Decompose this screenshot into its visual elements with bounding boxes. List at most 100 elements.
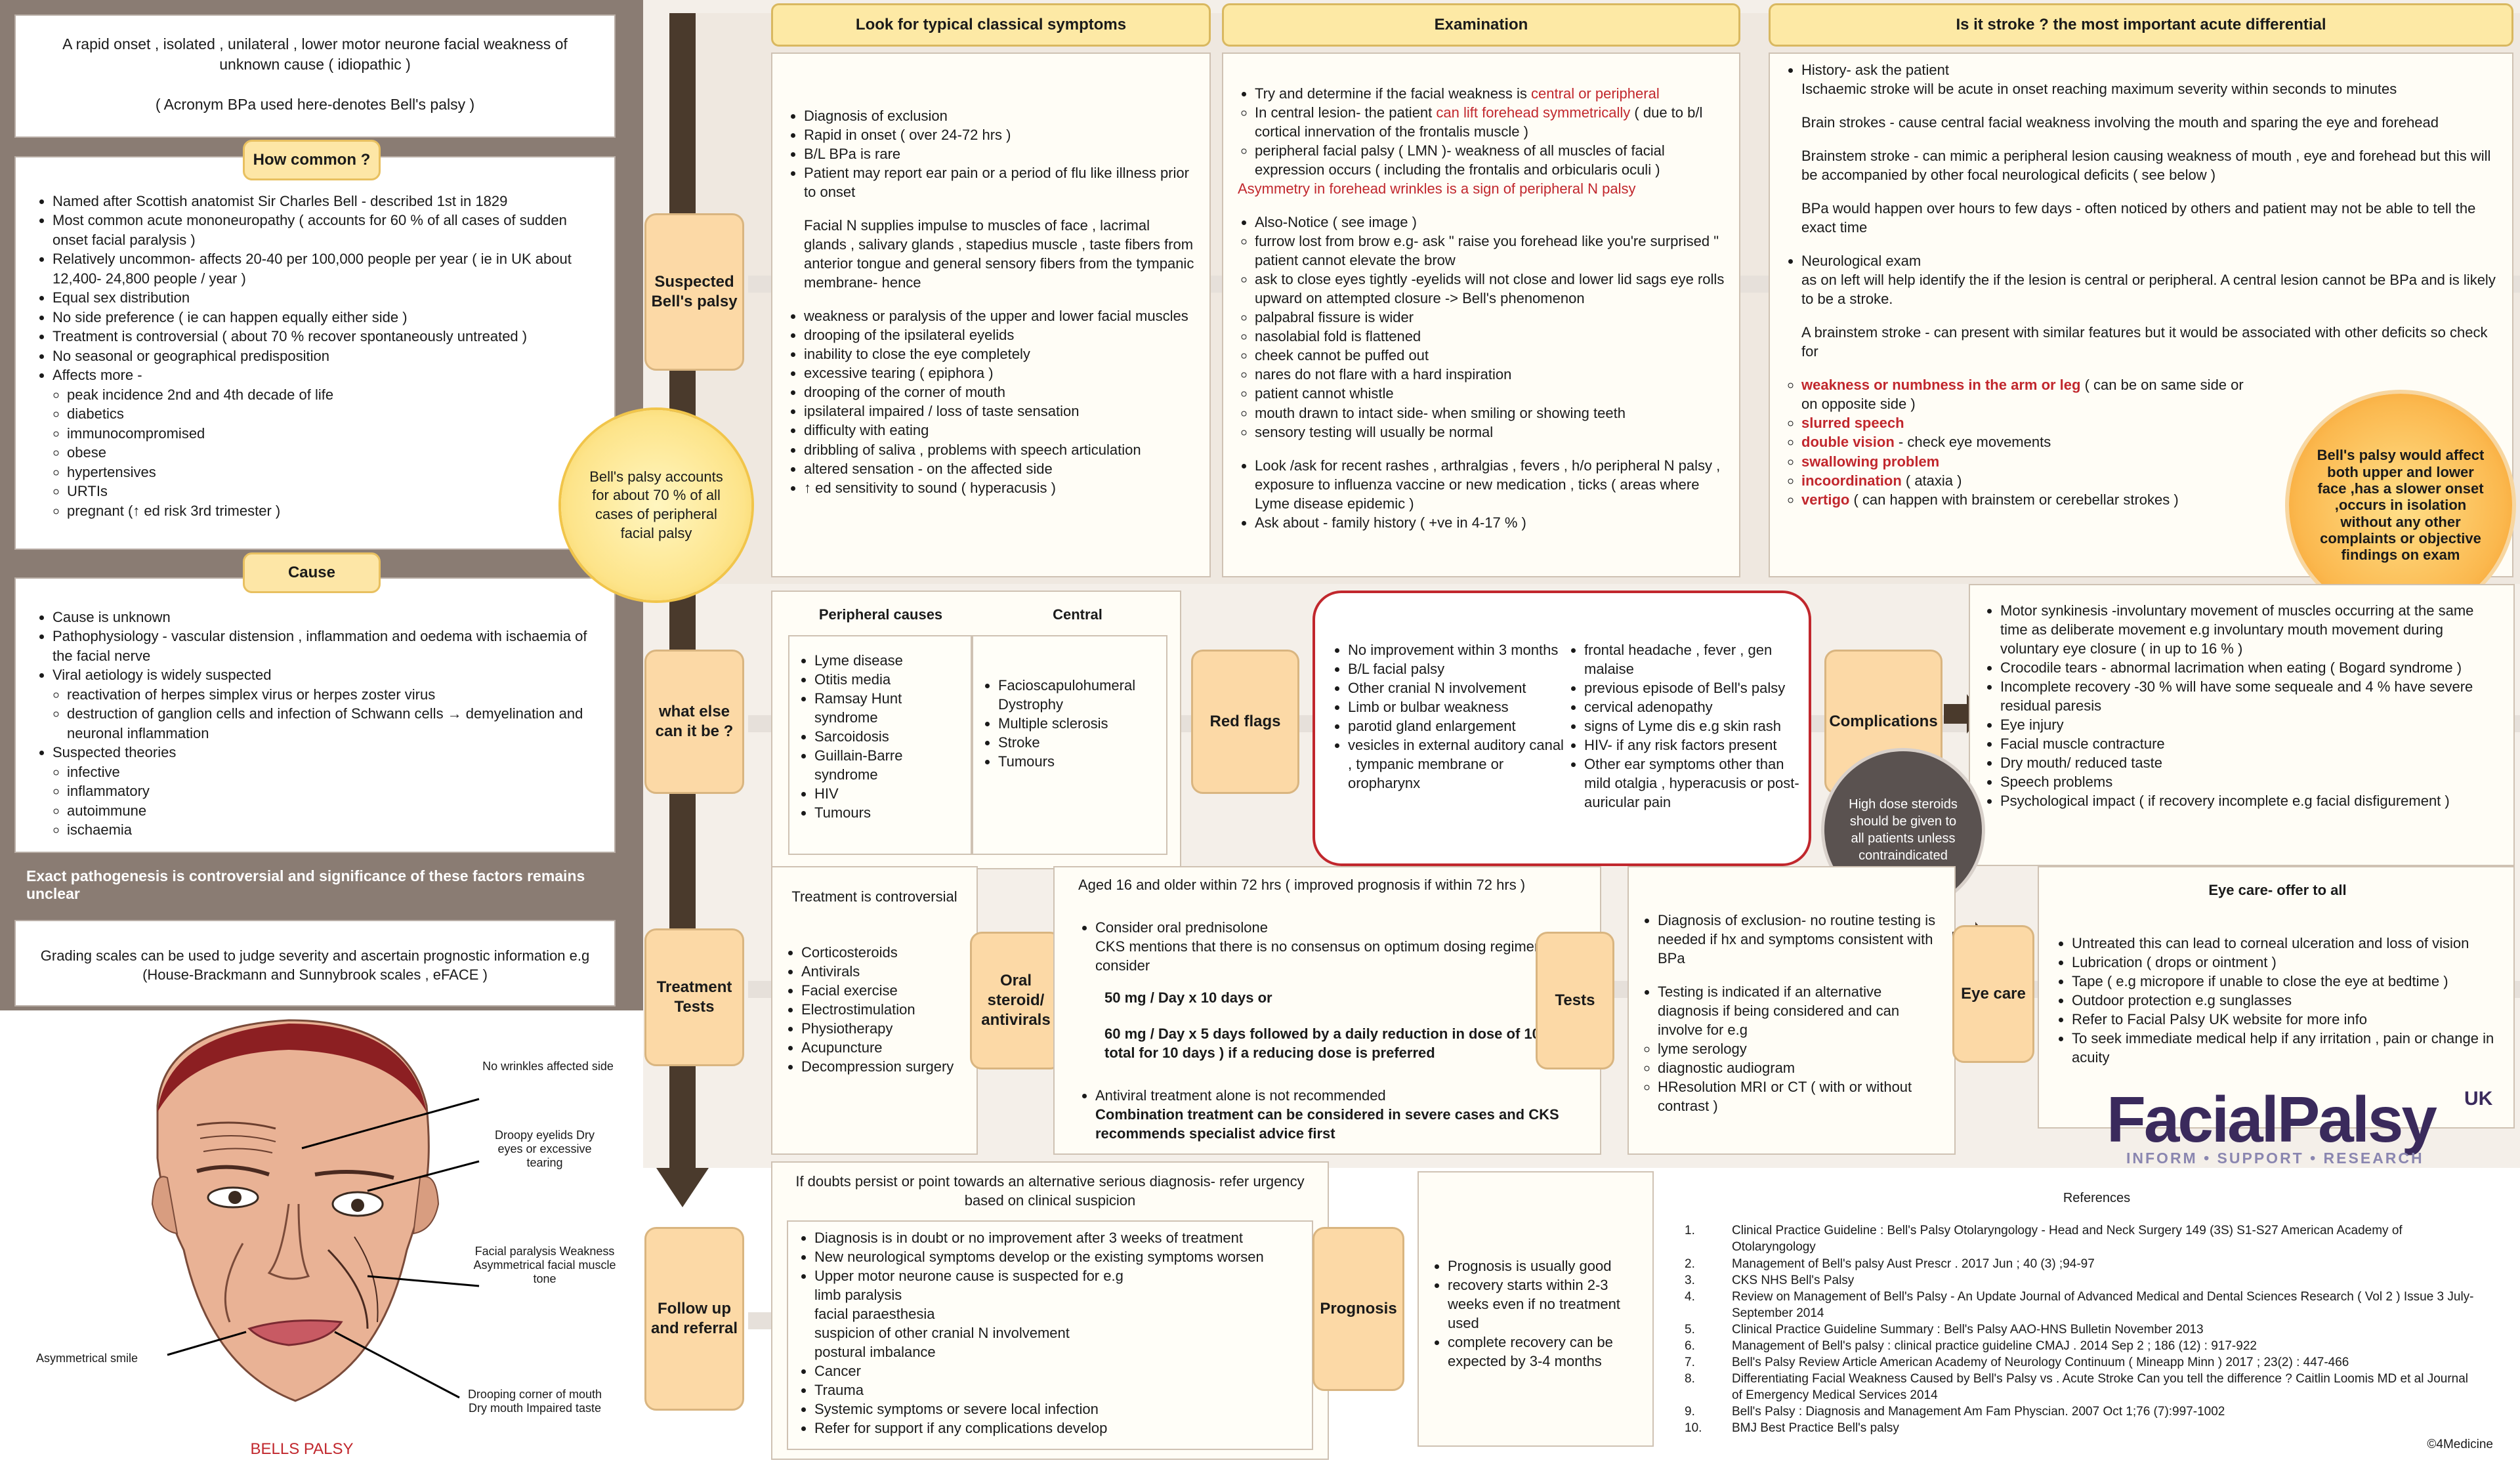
list-item: Guillain-Barre syndrome	[814, 746, 963, 784]
deficit-detail: ( can be on same side or on opposite sid…	[1801, 377, 2244, 413]
list-item: 3.CKS NHS Bell's Palsy	[1677, 1272, 2517, 1289]
list-item: Refer to Facial Palsy UK website for mor…	[2072, 1010, 2500, 1029]
list-item: weakness or numbness in the arm or leg (…	[1801, 375, 2261, 413]
list-item: URTIs	[67, 482, 595, 501]
list-item: altered sensation - on the affected side	[804, 459, 1195, 478]
label-no-wrinkles: No wrinkles affected side	[482, 1060, 614, 1073]
list-item: diagnostic audiogram	[1658, 1058, 1941, 1077]
central-highlight: can lift forehead symmetrically	[1436, 104, 1631, 121]
intro-acronym: ( Acronym BPa used here-denotes Bell's p…	[155, 95, 475, 113]
symptoms-list-1: Diagnosis of exclusion Rapid in onset ( …	[787, 106, 1195, 201]
referral-list-more: Cancer Trauma Systemic symptoms or sever…	[797, 1361, 1297, 1438]
list-item: immunocompromised	[67, 424, 595, 443]
exam-try-text: Try and determine if the facial weakness…	[1255, 85, 1532, 102]
row-label-treatment: Treatment Tests	[644, 928, 744, 1066]
list-item: peak incidence 2nd and 4th decade of lif…	[67, 385, 595, 404]
how-common-title: How common ?	[243, 140, 381, 180]
list-item: Cancer	[814, 1361, 1297, 1380]
list-item: No improvement within 3 months	[1348, 640, 1564, 659]
list-item: Physiotherapy	[801, 1019, 965, 1038]
list-item: Ask about - family history ( +ve in 4-17…	[1255, 513, 1725, 532]
list-item: Facial exercise	[801, 981, 965, 1000]
list-item: double vision - check eye movements	[1801, 432, 2261, 451]
list-item: Pathophysiology - vascular distension , …	[52, 627, 595, 665]
reference-text: Management of Bell's palsy Aust Prescr .…	[1732, 1256, 2095, 1271]
list-item: 8.Differentiating Facial Weakness Caused…	[1677, 1371, 2517, 1403]
referral-panel: If doubts persist or point towards an al…	[771, 1161, 1329, 1460]
list-item: Limb or bulbar weakness	[1348, 697, 1564, 716]
list-item: Stroke	[998, 733, 1158, 752]
tests-label: Tests	[1536, 932, 1614, 1069]
list-item: Tumours	[998, 752, 1158, 771]
list-item: No seasonal or geographical predispositi…	[52, 346, 595, 365]
list-item: Antiviral treatment alone is not recomme…	[1095, 1086, 1587, 1143]
how-common-list: Named after Scottish anatomist Sir Charl…	[35, 192, 595, 385]
list-item: Tape ( e.g micropore if unable to close …	[2072, 972, 2500, 991]
list-item: 4.Review on Management of Bell's Palsy -…	[1677, 1289, 2517, 1321]
list-item: reactivation of herpes simplex virus or …	[67, 685, 595, 704]
tests-sub-list: lyme serology diagnostic audiogram HReso…	[1641, 1039, 1941, 1115]
list-item: Sarcoidosis	[814, 727, 963, 746]
list-item: Outdoor protection e.g sunglasses	[2072, 991, 2500, 1010]
list-item: ↑ ed sensitivity to sound ( hyperacusis …	[804, 478, 1195, 497]
list-item: diabetics	[67, 404, 595, 423]
list-item: nares do not flare with a hard inspirati…	[1255, 365, 1725, 384]
list-item: 9.Bell's Palsy : Diagnosis and Managemen…	[1677, 1403, 2517, 1420]
accounts-circle: Bell's palsy accounts for about 70 % of …	[561, 410, 751, 600]
stroke-summary-circle: Bell's palsy would affect both upper and…	[2289, 394, 2512, 617]
list-item: ask to close eyes tightly -eyelids will …	[1255, 270, 1725, 308]
reference-text: Clinical Practice Guideline : Bell's Pal…	[1732, 1224, 2403, 1255]
prognosis-panel: Prognosis is usually good recovery start…	[1418, 1171, 1654, 1447]
list-item: infective	[67, 762, 595, 781]
copyright: ©4Medicine	[2427, 1438, 2493, 1451]
references-list: 1.Clinical Practice Guideline : Bell's P…	[1677, 1222, 2517, 1436]
row-label-suspected: Suspected Bell's palsy	[644, 213, 744, 371]
list-item: palpabral fissure is wider	[1255, 308, 1725, 327]
list-item: furrow lost from brow e.g- ask " raise y…	[1255, 232, 1725, 270]
list-item: 2.Management of Bell's palsy Aust Prescr…	[1677, 1256, 2517, 1272]
deficit-red: double vision	[1801, 434, 1895, 451]
face-illustration-area: No wrinkles affected side Droopy eyelids…	[0, 1014, 643, 1470]
prognosis-list: Prognosis is usually good recovery start…	[1431, 1256, 1641, 1371]
list-item: Electrostimulation	[801, 1000, 965, 1019]
list-item: Crocodile tears - abnormal lacrimation w…	[2000, 658, 2499, 677]
list-item: Facial muscle contracture	[2000, 734, 2499, 753]
umn-sub-item: facial paraesthesia	[814, 1306, 935, 1323]
list-item: Diagnosis of exclusion- no routine testi…	[1658, 911, 1941, 968]
list-item: Other ear symptoms other than mild otalg…	[1584, 755, 1814, 812]
reference-text: Clinical Practice Guideline Summary : Be…	[1732, 1322, 2204, 1337]
list-item: Other cranial N involvement	[1348, 678, 1564, 697]
references-title: References	[2063, 1191, 2131, 1205]
antiviral-text: Antiviral treatment alone is not recomme…	[1095, 1087, 1386, 1104]
list-item: Equal sex distribution	[52, 288, 595, 307]
red-flags-panel: No improvement within 3 months B/L facia…	[1312, 591, 1811, 866]
list-item: complete recovery can be expected by 3-4…	[1448, 1333, 1641, 1371]
list-item: Speech problems	[2000, 772, 2499, 791]
list-item: Corticosteroids	[801, 943, 965, 962]
complications-list: Motor synkinesis -involuntary movement o…	[1983, 601, 2499, 810]
logo-wordmark: FacialPalsy	[2107, 1083, 2437, 1155]
list-item: Motor synkinesis -involuntary movement o…	[2000, 601, 2499, 658]
list-item: Diagnosis is in doubt or no improvement …	[814, 1228, 1297, 1247]
list-item: Lyme disease	[814, 651, 963, 670]
pathogenesis-note: Exact pathogenesis is controversial and …	[26, 867, 585, 902]
list-item: HIV	[814, 784, 963, 803]
eye-care-panel: Eye care- offer to all Untreated this ca…	[2038, 866, 2515, 1129]
list-item: patient cannot whistle	[1255, 384, 1725, 403]
list-item: HResolution MRI or CT ( with or without …	[1658, 1077, 1941, 1115]
list-item: No side preference ( ie can happen equal…	[52, 308, 595, 327]
referral-inner-box: Diagnosis is in doubt or no improvement …	[787, 1220, 1313, 1451]
viral-sub-list: reactivation of herpes simplex virus or …	[35, 685, 595, 743]
peripheral-causes-box: Lyme disease Otitis media Ramsay Hunt sy…	[788, 635, 972, 855]
reference-text: BMJ Best Practice Bell's palsy	[1732, 1421, 1899, 1436]
bpa-onset-text: BPa would happen over hours to few days …	[1801, 200, 2476, 236]
list-item: Look /ask for recent rashes , arthralgia…	[1255, 456, 1725, 513]
list-item: Affects more -	[52, 365, 595, 384]
facial-palsy-logo: FacialPalsy UK INFORM • SUPPORT • RESEAR…	[2107, 1083, 2500, 1168]
list-item: peripheral facial palsy ( LMN )- weaknes…	[1255, 141, 1725, 179]
list-item: autoimmune	[67, 801, 595, 820]
list-item: drooping of the corner of mouth	[804, 383, 1195, 402]
